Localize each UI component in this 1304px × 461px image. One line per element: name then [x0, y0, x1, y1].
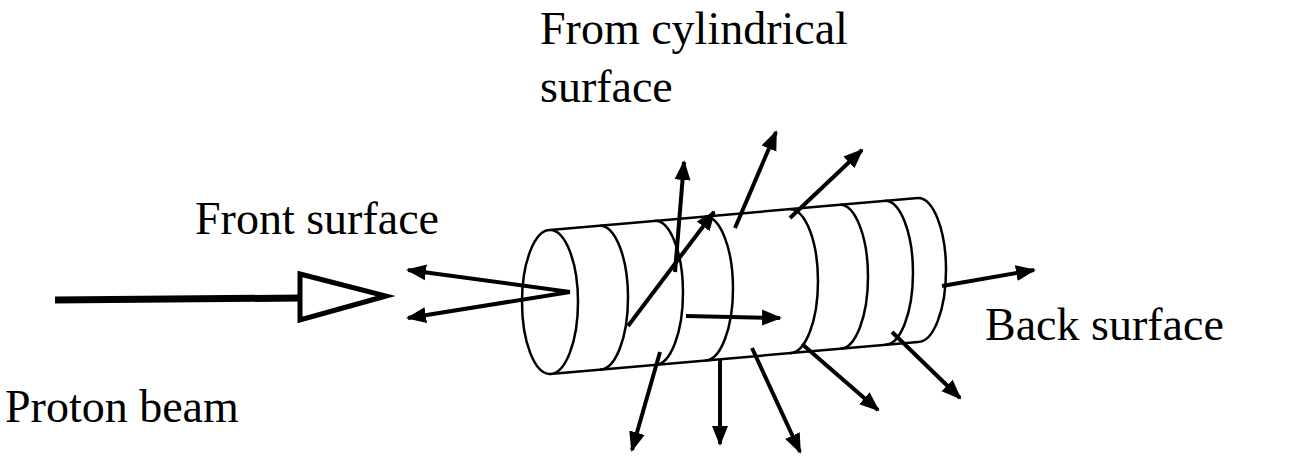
cylinder-target [522, 198, 946, 374]
emission-arrow [632, 352, 660, 450]
emission-arrow [628, 212, 714, 326]
emission-arrow [408, 270, 570, 292]
back-face [918, 198, 946, 342]
emission-arrow [942, 270, 1034, 286]
ring-line [840, 205, 868, 349]
label-text: Proton beam [5, 378, 239, 436]
label-text: Front surface [195, 190, 439, 248]
emission-arrow [408, 292, 570, 318]
emission-arrow [892, 332, 960, 398]
label-text: Back surface [985, 296, 1224, 354]
ring-line [885, 201, 913, 345]
emission-arrow [735, 132, 776, 228]
ring-line [790, 209, 818, 353]
emission-arrow [718, 360, 722, 444]
front-face [522, 230, 578, 374]
emission-arrow [790, 150, 862, 218]
proton-beam-arrow [55, 274, 386, 320]
ring-line [600, 226, 628, 370]
label-text: From cylindrical surface [540, 0, 920, 115]
ring-lines [600, 201, 913, 370]
cylinder-edge [550, 198, 918, 230]
emission-arrow [752, 348, 800, 452]
emission-arrow [686, 316, 780, 318]
emission-arrows [408, 132, 1034, 452]
ring-line [705, 217, 733, 361]
emission-arrow [802, 344, 878, 410]
